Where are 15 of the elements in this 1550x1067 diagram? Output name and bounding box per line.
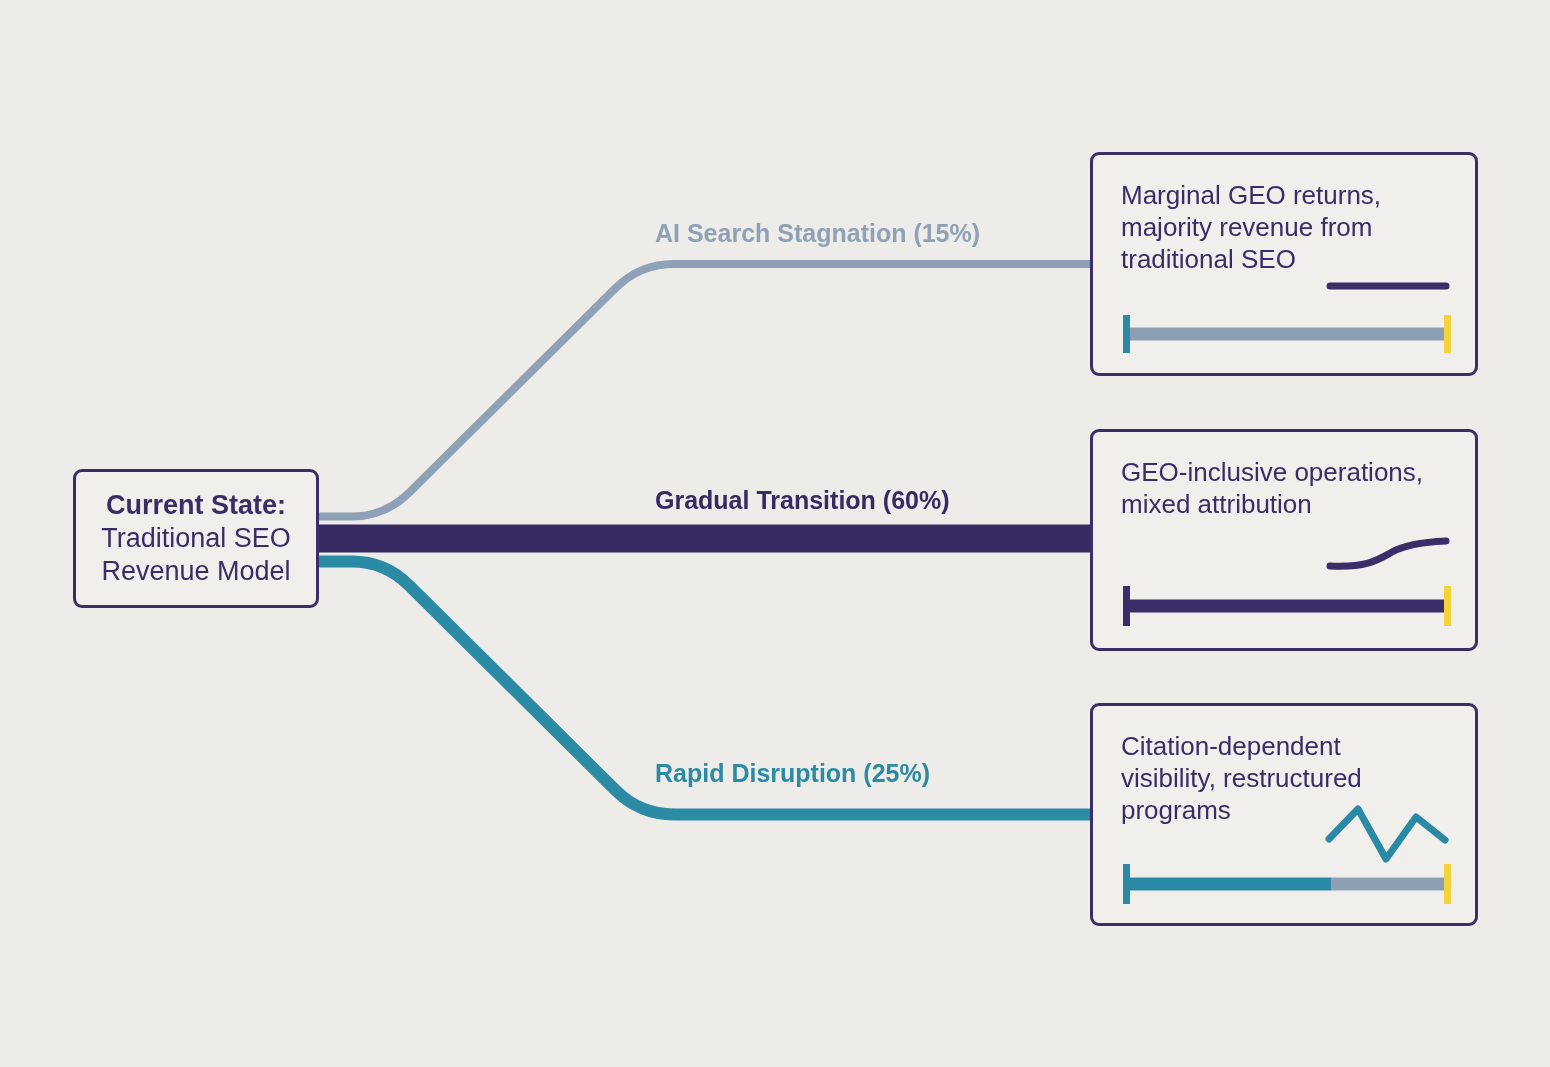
state-description: Traditional SEO Revenue Model [100,522,292,588]
edge-label: Rapid Disruption (25%) [655,758,930,788]
scenario-box [1090,152,1478,376]
branch-line [319,555,1090,821]
state-box [73,469,319,608]
state-heading: Current State: [105,489,287,522]
scenario-box [1090,429,1478,651]
edge-label: AI Search Stagnation (15%) [655,218,981,248]
edge-label: Gradual Transition (60%) [655,485,950,515]
scenario-box [1090,703,1478,926]
scenario-description: Citation-dependent visibility, restructured programs [1121,730,1363,826]
branch-line [319,260,1090,521]
branch-line [319,524,1090,553]
scenario-description: Marginal GEO returns, majority revenue from traditional SEO [1121,179,1383,275]
scenario-description: GEO-inclusive operations, mixed attribution [1121,456,1425,520]
